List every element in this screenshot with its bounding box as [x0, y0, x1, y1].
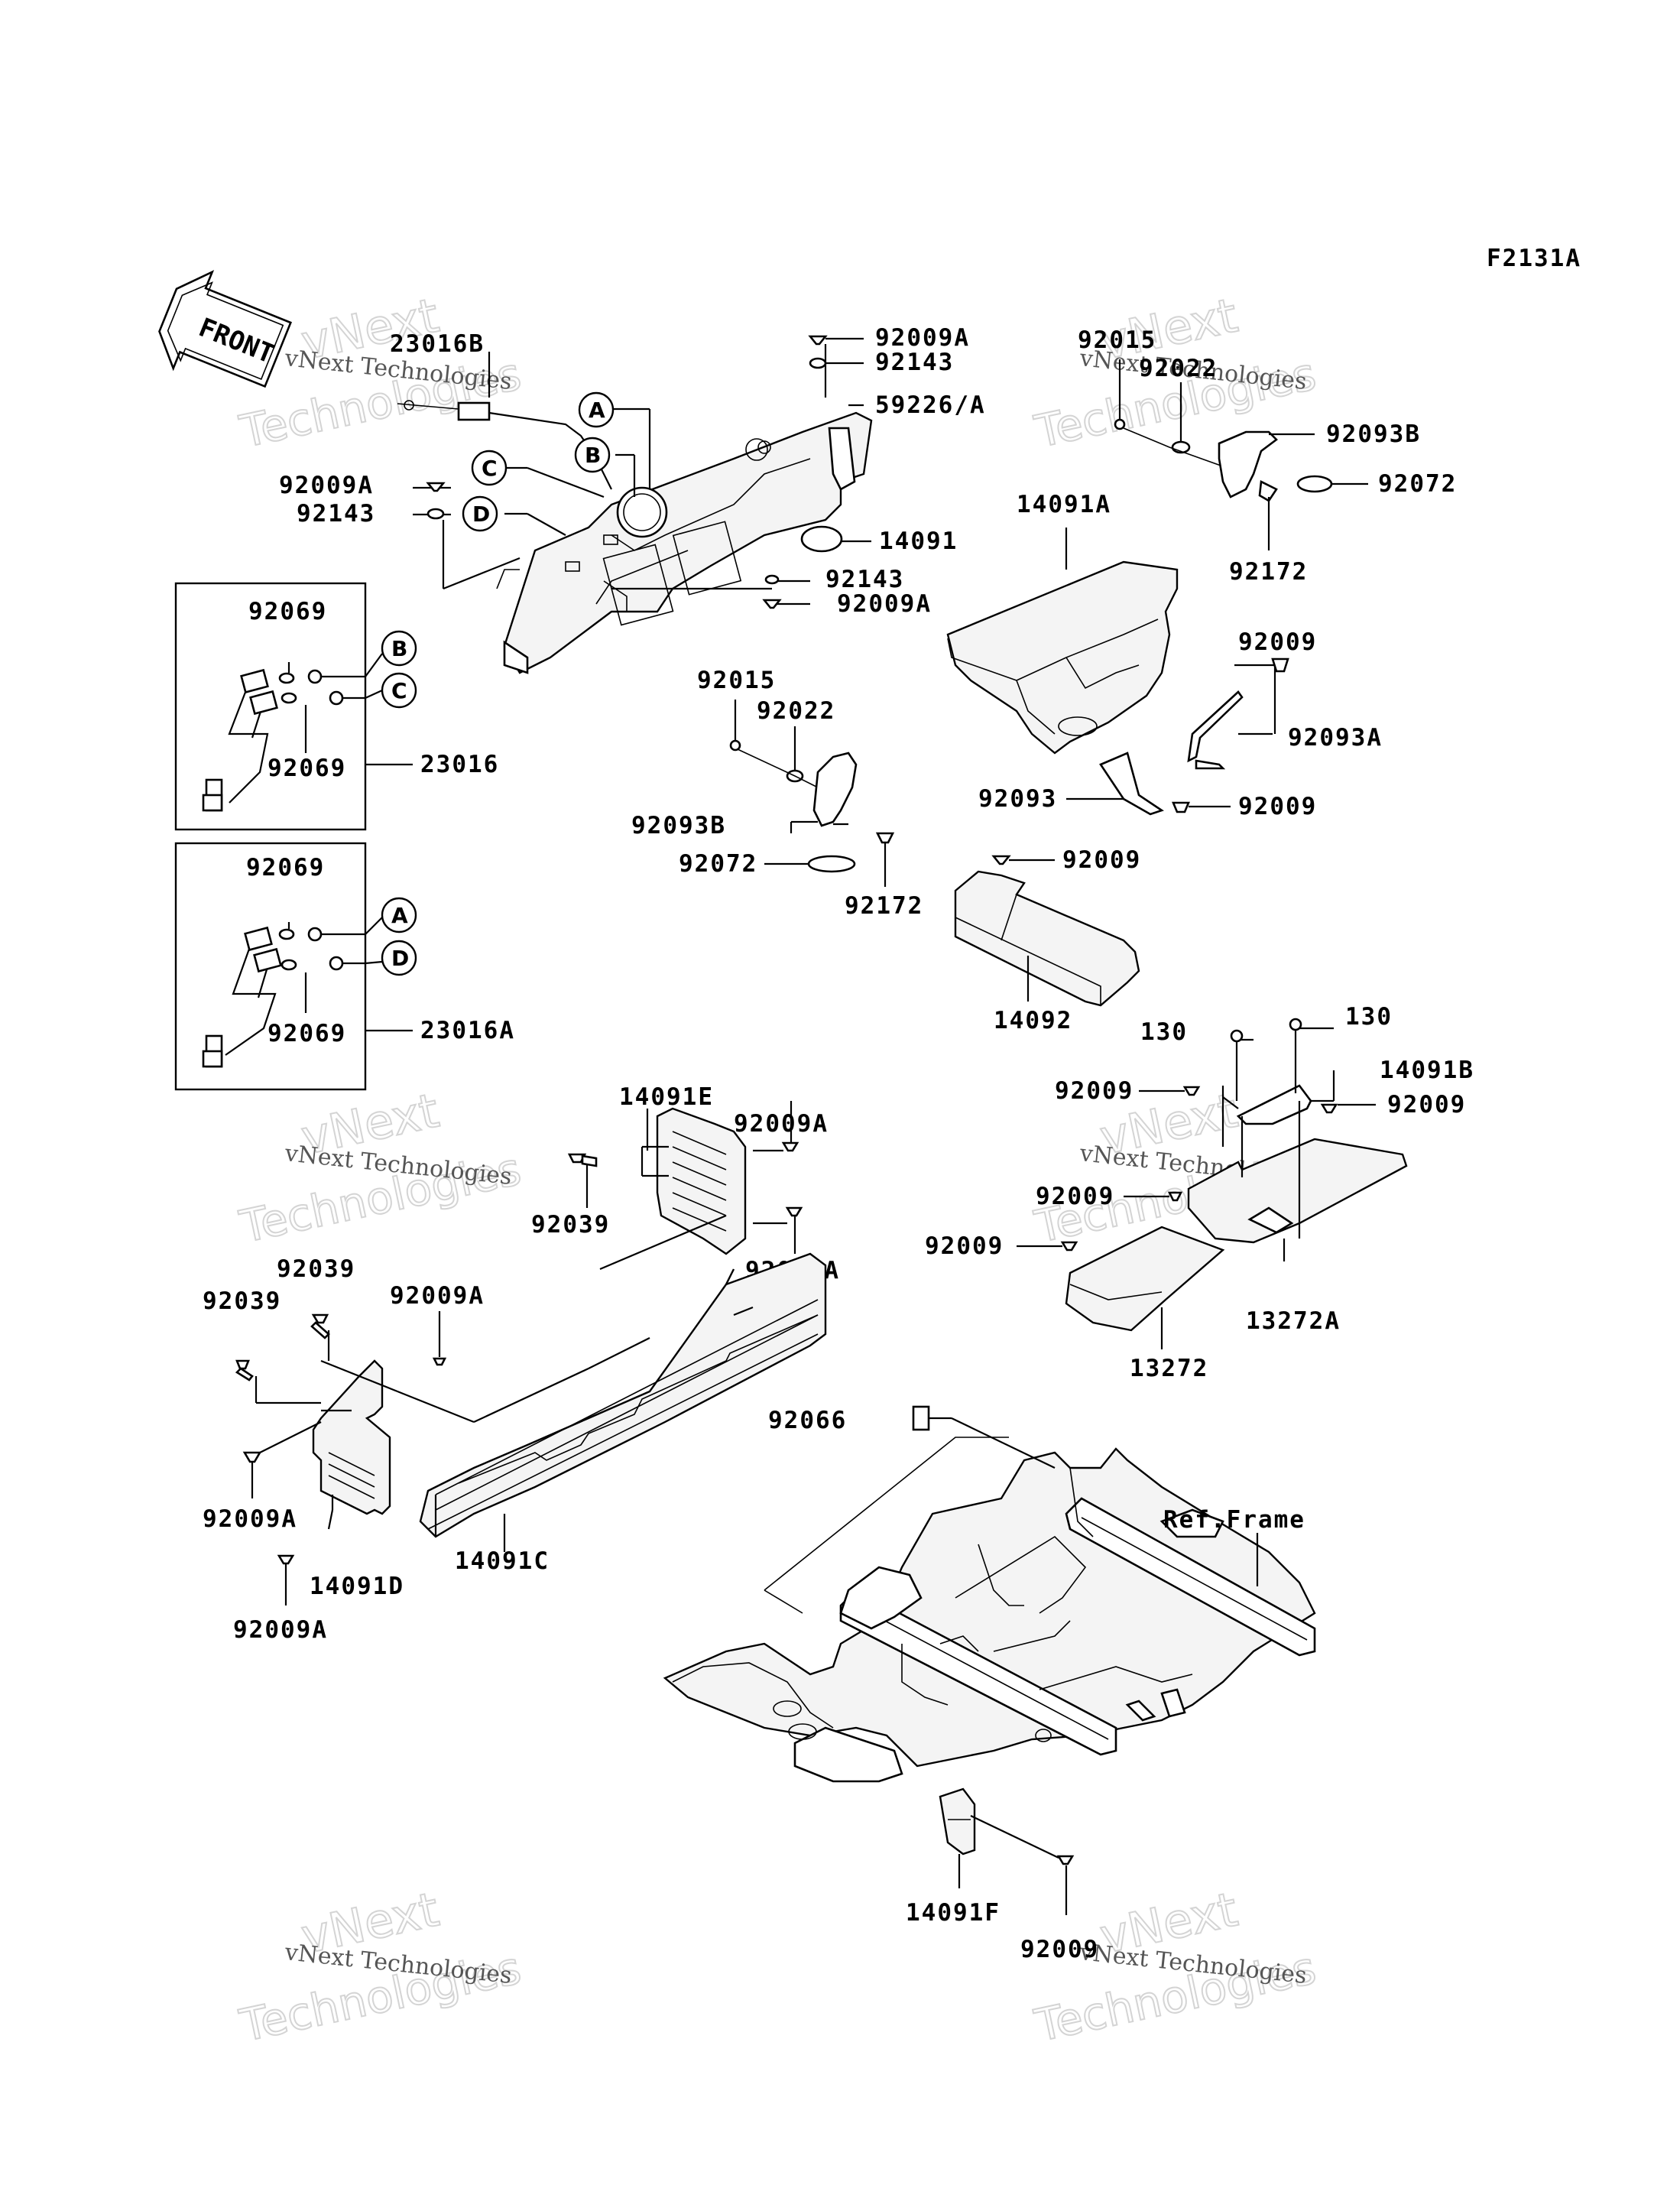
label-92072-tr: 92072 — [1378, 470, 1457, 498]
box-harness-23016A — [174, 842, 413, 1091]
leaders-top — [413, 337, 871, 606]
label-92009-bot: 92009 — [1020, 1936, 1099, 1963]
svg-text:A: A — [589, 398, 605, 423]
watermark-bottom-right: vNext Technologies vNext Technologies — [1030, 1881, 1322, 2053]
cap-14091 — [800, 525, 843, 553]
watermark-bottom-left: vNext Technologies vNext Technologies — [235, 1881, 527, 2053]
svg-text:C: C — [391, 678, 407, 703]
label-14091A: 14091A — [1017, 491, 1111, 518]
watermark-mid-left: vNext Technologies vNext Technologies — [235, 1082, 527, 1254]
label-13272: 13272 — [1130, 1355, 1208, 1382]
front-arrow: FRONT — [158, 270, 292, 388]
label-14092: 14092 — [994, 1007, 1072, 1034]
bracket-92093 — [1099, 752, 1164, 816]
callout-a-box2 — [381, 897, 417, 933]
label-92093B-c: 92093B — [631, 812, 726, 839]
svg-text:A: A — [391, 903, 408, 928]
cover-13272A — [1139, 1018, 1408, 1261]
dashboard-panel — [496, 411, 873, 674]
callout-c-box1 — [381, 672, 417, 709]
bracket-92093B-center — [729, 700, 895, 887]
label-92093B-tr: 92093B — [1326, 420, 1421, 448]
label-ref-frame: Ref.Frame — [1163, 1506, 1305, 1534]
tray-14091A — [946, 528, 1289, 816]
label-92069-b1: 92069 — [248, 598, 327, 625]
callout-b-box1 — [381, 630, 417, 667]
label-130-a: 130 — [1140, 1018, 1188, 1046]
label-92009A-l3: 92009A — [233, 1616, 328, 1644]
label-23016: 23016 — [420, 751, 499, 778]
cover-13272 — [1017, 1191, 1225, 1349]
frame-assembly — [663, 1405, 1316, 1783]
svg-text:D: D — [391, 946, 409, 971]
harness-23016B — [397, 400, 612, 490]
svg-text:D: D — [472, 502, 490, 527]
label-92009-c: 92009 — [1062, 846, 1141, 874]
label-92093A: 92093A — [1288, 724, 1383, 752]
label-92009A-mid: 92009A — [837, 590, 932, 618]
label-23016B: 23016B — [390, 330, 485, 358]
label-92009A-e1: 92009A — [734, 1110, 829, 1138]
label-92015-c: 92015 — [697, 667, 776, 694]
label-92009A-l2: 92009A — [203, 1505, 297, 1533]
label-92009-r1: 92009 — [1238, 628, 1317, 656]
svg-text:B: B — [585, 443, 601, 468]
label-92022-tr: 92022 — [1139, 355, 1218, 382]
label-92009-r5: 92009 — [1036, 1183, 1114, 1210]
label-92039-e: 92039 — [531, 1211, 610, 1239]
svg-text:B: B — [391, 636, 407, 661]
label-92009-r2: 92009 — [1238, 793, 1317, 820]
label-92072-c: 92072 — [679, 850, 757, 878]
label-23016A: 23016A — [420, 1017, 515, 1044]
label-92022-c: 92022 — [757, 697, 835, 725]
label-92009-r6: 92009 — [925, 1232, 1004, 1260]
label-92015-tr: 92015 — [1078, 326, 1156, 354]
front-arrow-shape — [158, 270, 292, 388]
label-14091C: 14091C — [455, 1547, 550, 1575]
panel-14091C — [419, 1214, 827, 1552]
bracket-92093B-top — [1114, 359, 1368, 550]
label-92069-b3: 92069 — [246, 854, 325, 881]
label-92172-tr: 92172 — [1229, 558, 1308, 586]
label-92009A-top: 92009A — [875, 324, 970, 352]
cover-14091B — [1236, 1084, 1312, 1125]
watermark-top-left: vNext Technologies vNext Technologies — [235, 287, 527, 459]
label-14091D: 14091D — [310, 1573, 404, 1600]
label-14091: 14091 — [879, 528, 958, 555]
label-92143-left: 92143 — [297, 500, 375, 528]
label-92069-b2: 92069 — [268, 755, 346, 782]
fasteners-top — [426, 335, 828, 609]
label-92069-b4: 92069 — [268, 1020, 346, 1047]
callout-d-box2 — [381, 940, 417, 976]
figure-code: F2131A — [1487, 245, 1581, 272]
guard-14091F — [939, 1787, 1075, 1915]
label-59226A: 59226/A — [875, 391, 986, 419]
label-92009-r3: 92009 — [1055, 1077, 1134, 1105]
label-92093: 92093 — [978, 785, 1057, 813]
label-92009A-left: 92009A — [279, 472, 374, 499]
clip-92066 — [912, 1405, 930, 1431]
label-92143-top: 92143 — [875, 349, 954, 376]
bracket-92093A — [1187, 690, 1244, 763]
label-92009-r4: 92009 — [1387, 1091, 1466, 1118]
cover-14092 — [954, 855, 1140, 1007]
bracket-14091D — [235, 1313, 475, 1605]
callouts-dashboard: A B C D — [462, 391, 615, 532]
label-92172-c: 92172 — [845, 892, 923, 920]
label-13272A: 13272A — [1246, 1307, 1341, 1335]
label-92066: 92066 — [768, 1407, 847, 1434]
label-92143-mid: 92143 — [825, 566, 904, 593]
svg-text:C: C — [482, 456, 498, 481]
label-130-b: 130 — [1345, 1003, 1393, 1031]
label-14091E: 14091E — [619, 1083, 714, 1111]
box-harness-23016 — [174, 582, 413, 831]
label-14091F: 14091F — [906, 1899, 1001, 1927]
label-92039-l1: 92039 — [277, 1255, 355, 1283]
label-92009A-l1: 92009A — [390, 1282, 485, 1310]
label-92039-l2: 92039 — [203, 1287, 281, 1315]
label-14091B: 14091B — [1380, 1057, 1474, 1084]
